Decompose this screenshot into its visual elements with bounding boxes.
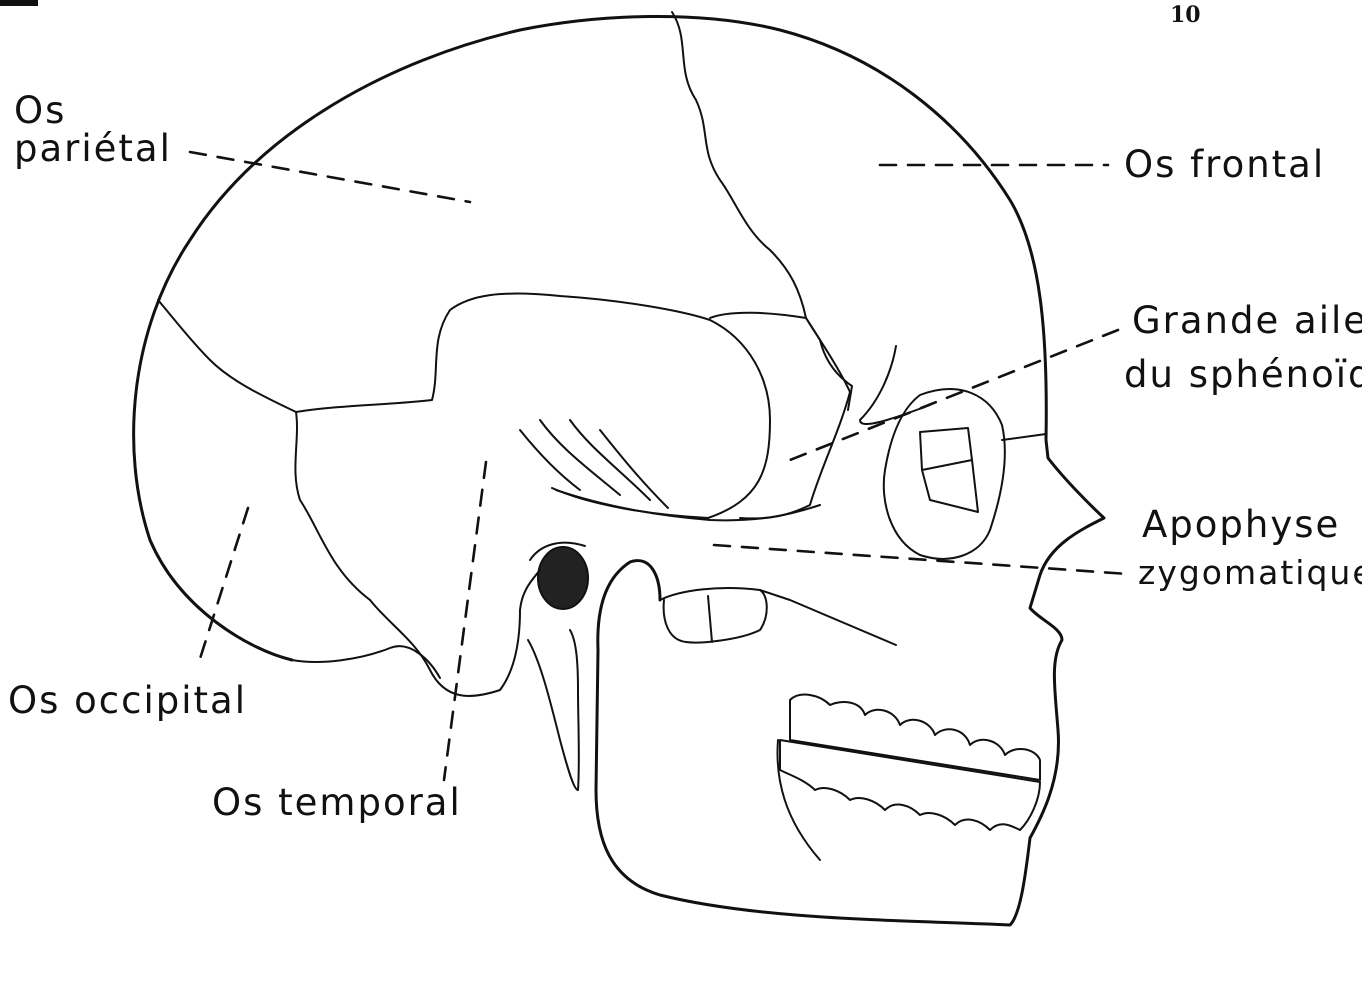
label-parietal-line1: Os [14,92,66,129]
sphenoid-wing [710,313,850,519]
label-zygomatic-line1: Apophyse [1142,506,1340,543]
styloid-process [528,630,579,790]
leader-occipital [198,508,248,665]
label-parietal-line2: pariétal [14,130,172,167]
zygomatic-lower [660,588,896,645]
leader-sphenoid [790,330,1118,460]
coronal-suture [672,12,852,410]
mandible-ramus-line [777,740,820,860]
lower-teeth-row [780,740,1040,830]
sphenoid-edge [860,346,930,424]
temporal-fossa-line-4 [600,430,668,508]
temporal-fossa-line-1 [520,430,580,490]
ear-canal-icon [538,547,588,609]
cranium-outline [134,16,1104,730]
zygomatic-divider [708,596,712,642]
lambdoid-suture [158,300,370,600]
label-temporal: Os temporal [212,784,462,821]
label-zygomatic-line2: zygomatique [1138,556,1362,589]
mastoid-process [370,570,540,696]
zygomatic-process [664,590,767,643]
nasal-line [1002,434,1046,440]
label-sphenoid-line2: du sphénoïd [1124,356,1362,393]
label-frontal: Os frontal [1124,146,1325,183]
label-occipital: Os occipital [8,682,247,719]
orbit-inner-bone [920,428,978,512]
leader-zygomatic [714,545,1128,574]
upper-teeth-row [790,695,1040,780]
label-sphenoid-line1: Grande aile [1132,302,1362,339]
temporal-squama [296,294,770,518]
leader-parietal [190,152,470,202]
leader-temporal [444,462,486,780]
